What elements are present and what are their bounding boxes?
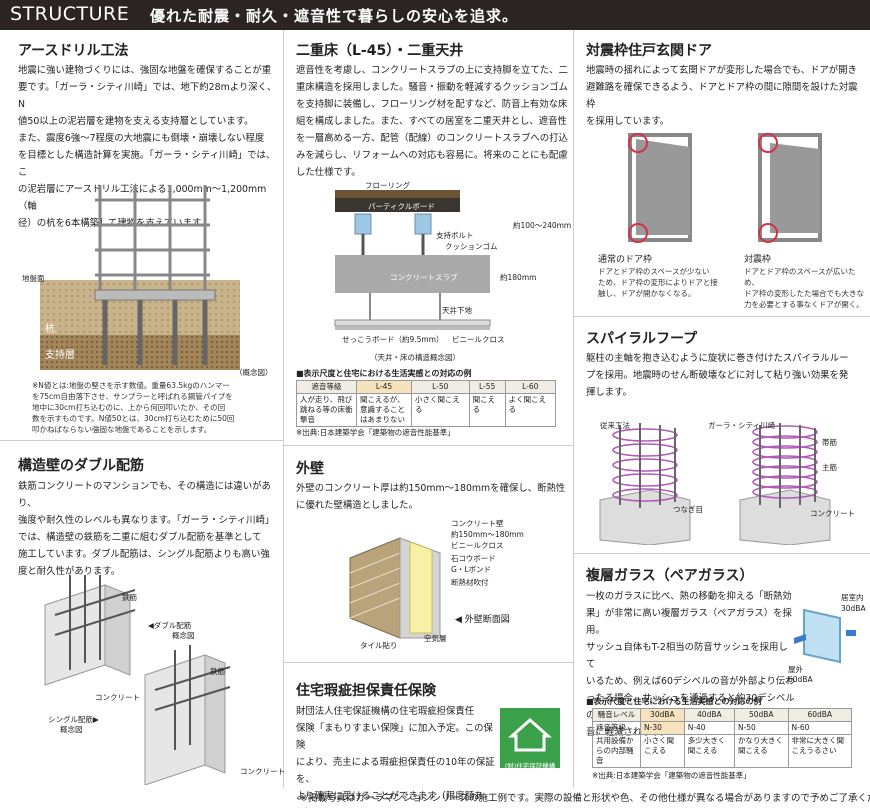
outside-db: 60dBA bbox=[788, 675, 813, 684]
gypsum-label: せっこうボード（約9.5mm） bbox=[342, 335, 444, 344]
cloth-label: ビニールクロス bbox=[452, 335, 505, 344]
wall-label-2: 約150mm～180mm bbox=[451, 530, 524, 539]
single-label-2: 概念図 bbox=[60, 725, 83, 734]
door-body: 地震時の揺れによって玄関ドアが変形した場合でも、ドアが開き避難路を確保できるよう… bbox=[586, 65, 858, 127]
normal-door-desc: ドアとドア枠のスペースが少ないため、ドア枠の変形によりドアと接触し、ドアが開かな… bbox=[598, 267, 718, 298]
tagline: 優れた耐震・耐久・遮音性で暮らしの安心を追求。 bbox=[150, 7, 519, 25]
floor-diagram bbox=[334, 190, 491, 330]
concrete-label-1: コンクリート bbox=[95, 693, 140, 702]
concrete-label-2: コンクリート bbox=[240, 767, 285, 776]
outer-wall-diagram bbox=[349, 537, 441, 639]
spiral-body: 躯柱の主軸を抱き込むように旋状に巻き付けたスパイラルループを採用。地震時のせん断… bbox=[586, 353, 849, 398]
divider bbox=[0, 440, 283, 441]
double-rebar-title: 構造壁のダブル配筋 bbox=[18, 458, 144, 474]
inside-db: 30dBA bbox=[841, 604, 866, 613]
outer-wall-body: 外壁のコンクリート厚は約150mm～180mmを確保し、断熱性に優れた壁構造とし… bbox=[296, 483, 566, 511]
gypsum-label-wall: 石コウボード bbox=[451, 554, 496, 563]
glass-table-title: ■表示尺度と住宅における生活実感との対応の例 bbox=[586, 697, 762, 706]
house-icon bbox=[508, 717, 552, 752]
earth-drill-diagram bbox=[40, 185, 240, 370]
inside-label: 居室内 bbox=[841, 593, 864, 602]
bond-label: G・Lボンド bbox=[451, 565, 491, 574]
double-floor-body: 遮音性を考慮し、コンクリートスラブの上に支持脚を立てた、二重床構造を採用しました… bbox=[296, 65, 568, 178]
joint-label: つなぎ目 bbox=[673, 505, 703, 514]
wall-label: コンクリート壁 bbox=[451, 519, 504, 528]
single-label: シングル配筋▶ bbox=[48, 715, 99, 724]
warranty-title: 住宅瑕疵担保責任保険 bbox=[296, 683, 436, 699]
divider bbox=[573, 316, 870, 317]
divider bbox=[573, 30, 574, 788]
main-rebar-label: 主筋 bbox=[822, 463, 837, 472]
glass-title: 複層ガラス（ペアガラス） bbox=[586, 568, 754, 584]
earth-drill-title: アースドリル工法 bbox=[18, 43, 129, 59]
rubber-label: クッションゴム bbox=[445, 242, 498, 251]
rebar-label-1: 鉄筋 bbox=[122, 593, 137, 602]
air-label: 空気層 bbox=[424, 634, 447, 643]
door-title: 対震枠住戸玄関ドア bbox=[586, 43, 712, 59]
quake-door-icon bbox=[758, 133, 822, 243]
divider bbox=[283, 445, 573, 446]
n-value-note: ※N値とは:地盤の堅さを示す数値。重量63.5kgのハンマーを75cm自由落下さ… bbox=[32, 381, 235, 434]
divider bbox=[283, 30, 284, 788]
tile-label: タイル貼り bbox=[360, 641, 398, 650]
footer-note: ※掲載写真はガーラマンションシリーズの施工例です。実際の設備と形状や色、その他仕… bbox=[300, 793, 870, 804]
rebar-diagram bbox=[44, 575, 231, 785]
quake-door-desc: ドアとドア枠のスペースが広いため、ドア枠の変形したた場合でも大きな力を必要とする… bbox=[744, 267, 864, 309]
slab-label: コンクリートスラブ bbox=[390, 273, 458, 282]
glass-window-icon bbox=[794, 608, 856, 664]
double-floor-title: 二重床（L-45）・二重天井 bbox=[296, 43, 464, 59]
double-rebar-body: 鉄筋コンクリートのマンションでも、その構造には違いがあり、強度や耐久性のレベルも… bbox=[18, 481, 275, 577]
outer-wall-title: 外壁 bbox=[296, 461, 324, 477]
outside-label: 屋外 bbox=[788, 665, 803, 674]
stirrup-label: 帯筋 bbox=[822, 438, 837, 447]
spiral-title: スパイラルフープ bbox=[586, 331, 698, 347]
double-label: ◀ダブル配筋 bbox=[148, 621, 192, 630]
warranty-logo: (財)住宅保証機構 bbox=[500, 708, 560, 770]
bolt-label: 支持ボルト bbox=[436, 231, 474, 240]
floor-table-title: ■表示尺度と住宅における生活実感との対応の例 bbox=[296, 369, 472, 378]
conventional-label: 従来工法 bbox=[600, 421, 630, 430]
spiral-concrete-label: コンクリート bbox=[810, 509, 855, 518]
layer-label: 支持層 bbox=[45, 350, 75, 361]
pile-label: 杭 bbox=[45, 324, 55, 335]
warranty-body: 財団法人住宅保証機構の住宅瑕疵担保責任保険「まもりすまい保険」に加入予定。この保… bbox=[296, 706, 495, 802]
board-label: パーティクルボード bbox=[368, 202, 435, 211]
normal-door-icon bbox=[628, 133, 692, 243]
ground-label: 地盤面 bbox=[22, 274, 45, 283]
rebar-label-2: 鉄筋 bbox=[210, 667, 225, 676]
spiral-diagram bbox=[599, 423, 831, 545]
dimension-1: 約100～240mm bbox=[513, 221, 572, 230]
divider bbox=[283, 662, 573, 663]
quake-door-label: 対震枠 bbox=[744, 255, 772, 265]
dimension-2: 約180mm bbox=[500, 273, 537, 282]
gala-label: ガーラ・シティ川崎 bbox=[708, 421, 776, 430]
flooring-label: フローリング bbox=[365, 181, 410, 190]
glass-source: ※出典:日本建築学会「建築物の遮音性能基準」 bbox=[592, 771, 751, 780]
section-label: ◀ 外壁断面図 bbox=[455, 615, 510, 625]
header-bar: STRUCTURE 優れた耐震・耐久・遮音性で暮らしの安心を追求。 bbox=[0, 0, 870, 30]
floor-caption: （天井・床の構造概念図） bbox=[370, 353, 460, 362]
insulation-label: 断熱材吹付 bbox=[451, 578, 489, 587]
warranty-logo-text: (財)住宅保証機構 bbox=[504, 762, 556, 770]
diagram-caption: （概念図） bbox=[235, 368, 273, 377]
double-label-2: 概念図 bbox=[172, 631, 195, 640]
cloth-label-wall: ビニールクロス bbox=[451, 541, 504, 550]
normal-door-label: 通常のドア枠 bbox=[598, 255, 653, 265]
floor-source: ※出典:日本建築学会「建築物の遮音性能基準」 bbox=[296, 428, 455, 437]
ceiling-label: 天井下地 bbox=[442, 306, 472, 315]
logo-text: STRUCTURE bbox=[10, 3, 130, 25]
divider bbox=[573, 553, 870, 554]
